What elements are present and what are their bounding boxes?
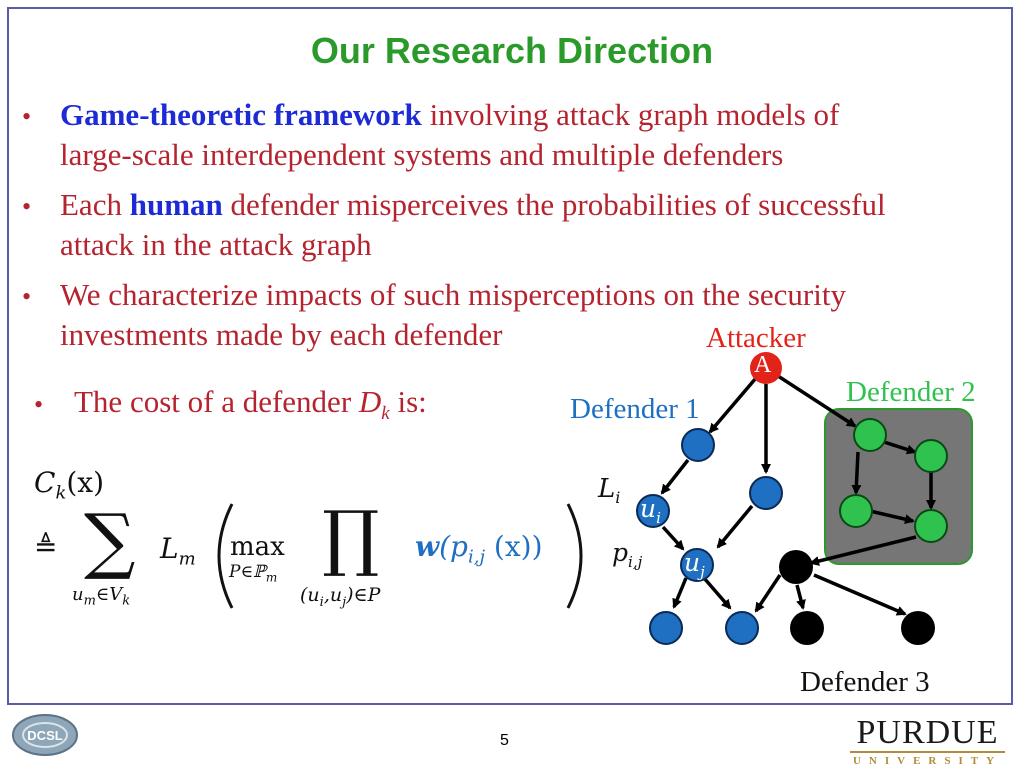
defender-2-label: Defender 2 — [846, 376, 976, 408]
sub-bullet-sub: k — [381, 403, 390, 425]
formula-prod-subscript: (ui,uj)∈P — [300, 584, 381, 610]
defender-2-node — [914, 439, 948, 473]
defender-1-node — [725, 611, 759, 645]
formula-left-paren — [217, 503, 234, 609]
attacker-node — [750, 352, 782, 384]
edge — [777, 374, 857, 428]
bullet-1-rest: involving attack graph models of — [421, 97, 840, 132]
slide-title: Our Research Direction — [310, 30, 714, 71]
formula-sum-symbol: ∑ — [84, 498, 136, 582]
bullet-1-line2: large-scale interdependent systems and m… — [60, 137, 784, 172]
edge — [716, 504, 754, 549]
node-uj-label: uj — [684, 548, 705, 581]
graph-edges — [660, 374, 936, 616]
sub-bullet-var: D — [358, 384, 382, 419]
purdue-logo: PURDUE UNIVERSITY — [850, 715, 1005, 767]
defender-1-node — [681, 428, 715, 462]
bullet-3: We characterize impacts of such misperce… — [60, 275, 846, 355]
edge-probability-label: pi,j — [612, 538, 643, 571]
svg-text:DCSL: DCSL — [27, 728, 62, 743]
attacker-label: Attacker — [706, 322, 806, 354]
edge — [754, 574, 782, 613]
sub-bullet-text: The cost of a defender — [74, 384, 359, 419]
bullet-dot: • — [22, 192, 32, 221]
edge — [883, 440, 917, 455]
purdue-logo-sub: UNIVERSITY — [852, 755, 1003, 767]
formula-right-paren — [566, 503, 583, 609]
defender-2-node — [914, 509, 948, 543]
edge — [813, 573, 907, 616]
formula-lhs: Ck(x) — [34, 466, 104, 504]
formula-max-subscript: P∈ℙm — [229, 562, 278, 585]
defender-2-node — [853, 418, 887, 452]
bullet-2-line2: attack in the attack graph — [60, 227, 372, 262]
bullet-1-highlight: Game-theoretic framework — [60, 97, 422, 132]
bullet-dot: • — [22, 102, 32, 131]
formula-defeq: ≜ — [34, 530, 58, 563]
edge — [708, 376, 758, 434]
formula-prod-symbol: ∏ — [322, 495, 380, 579]
defender-3-label: Defender 3 — [800, 666, 930, 698]
node-ui — [636, 494, 670, 528]
defender-1-node — [649, 611, 683, 645]
edge — [672, 577, 688, 609]
edge — [660, 458, 690, 495]
bullet-3-line2: investments made by each defender — [60, 317, 503, 352]
edge-loss-label: Li — [598, 474, 621, 508]
page-number: 5 — [500, 732, 509, 749]
defender-2-node — [839, 494, 873, 528]
bullet-2: Each human defender misperceives the pro… — [60, 185, 886, 265]
sub-bullet-dot: • — [34, 390, 44, 419]
edge — [702, 576, 732, 610]
formula-loss: Lm — [160, 532, 196, 570]
bullet-dot: • — [22, 282, 32, 311]
bullet-1: Game-theoretic framework involving attac… — [60, 95, 839, 175]
edge — [795, 584, 806, 610]
bullet-2-rest: defender misperceives the probabilities … — [222, 187, 886, 222]
formula-max: max — [230, 532, 285, 562]
defender-1-node — [749, 476, 783, 510]
edge — [851, 451, 862, 495]
bullet-2-highlight: human — [129, 187, 223, 222]
formula-sum-subscript: um∈Vk — [72, 584, 131, 609]
defender-3-node — [901, 611, 935, 645]
sub-bullet: The cost of a defender Dk is: — [74, 382, 427, 434]
edge — [809, 535, 917, 566]
edge — [661, 525, 685, 551]
attacker-node-label: A — [754, 352, 772, 378]
node-ui-label: ui — [640, 494, 661, 527]
dcsl-logo: DCSL — [12, 714, 78, 756]
purdue-logo-name: PURDUE — [850, 715, 1005, 753]
edge — [869, 509, 915, 525]
defender-3-node — [779, 550, 813, 584]
bullet-2-pre: Each — [60, 187, 130, 222]
sub-bullet-tail: is: — [389, 384, 427, 419]
slide-frame — [7, 7, 1013, 705]
formula-weight: w(pi,j (x)) — [415, 530, 543, 568]
defender-1-label: Defender 1 — [570, 393, 700, 425]
node-uj — [680, 548, 714, 582]
bullet-3-line1: We characterize impacts of such misperce… — [60, 277, 846, 312]
defender-3-node — [790, 611, 824, 645]
